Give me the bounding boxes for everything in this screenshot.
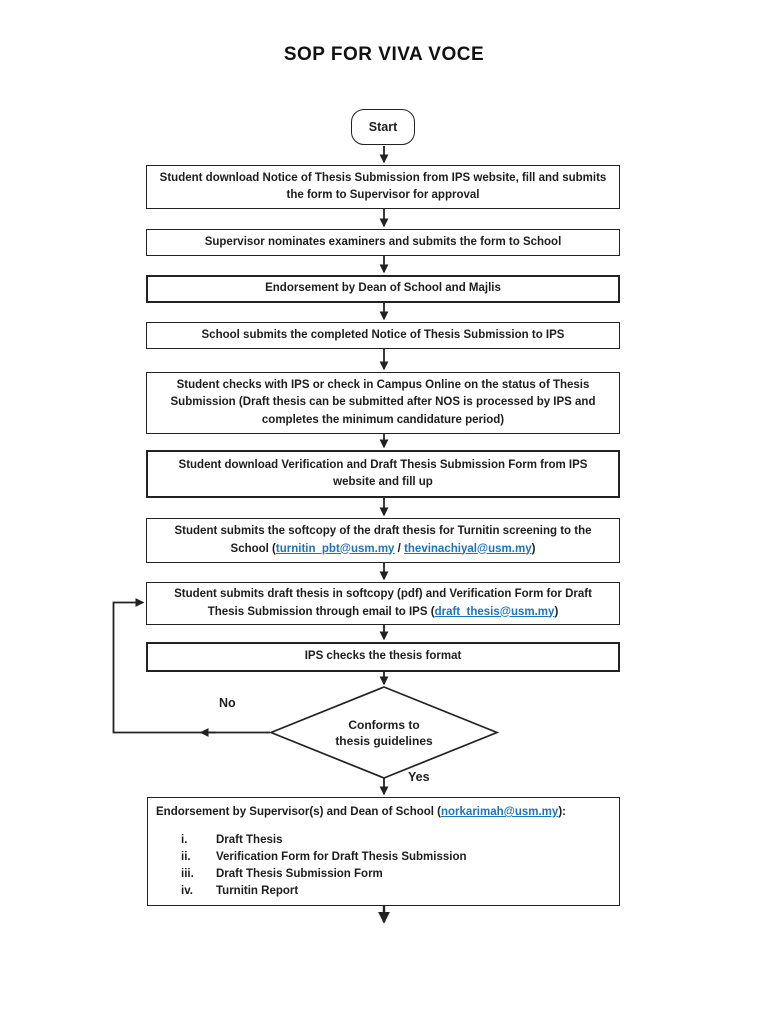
list-item: iv. Turnitin Report [156,883,611,900]
page-title: SOP FOR VIVA VOCE [283,44,485,65]
list-item-numeral: i. [181,834,188,847]
branch-label-yes: Yes [408,770,430,784]
norkarimah-email-link[interactable]: norkarimah@usm.my [441,806,559,818]
endorsement-text-post: ): [558,806,566,818]
list-item: iii. Draft Thesis Submission Form [156,866,611,883]
endorsement-heading: Endorsement by Supervisor(s) and Dean of… [156,804,611,820]
step-download-verification-form-text: Student download Verification and Draft … [178,458,588,488]
turnitin-text-post: ) [531,542,536,555]
step-submit-draft-thesis-text: Student submits draft thesis in softcopy… [159,586,607,621]
list-item-label: Draft Thesis [216,834,283,847]
step-turnitin-screening: Student submits the softcopy of the draf… [146,518,620,563]
list-item: i. Draft Thesis [156,832,611,849]
draft-thesis-email-link[interactable]: draft_thesis@usm.my [434,605,555,618]
list-item-numeral: ii. [181,851,191,864]
list-item-label: Verification Form for Draft Thesis Submi… [216,851,467,864]
step-school-submits-notice: School submits the completed Notice of T… [146,322,620,349]
draft-thesis-text-pre: Student submits draft thesis in softcopy… [174,588,592,618]
step-school-submits-notice-text: School submits the completed Notice of T… [201,328,565,341]
step-ips-checks-format: IPS checks the thesis format [146,642,620,672]
step-supervisor-nominates-text: Supervisor nominates examiners and submi… [204,235,562,248]
thevinachiyal-email-link[interactable]: thevinachiyal@usm.my [404,542,532,555]
branch-label-no: No [219,696,236,710]
start-label: Start [368,119,398,134]
step-endorsement-supervisor-dean: Endorsement by Supervisor(s) and Dean of… [147,797,620,906]
step-ips-checks-format-text: IPS checks the thesis format [304,650,462,663]
step-endorsement-dean-majlis: Endorsement by Dean of School and Majlis [146,275,620,303]
list-item-label: Turnitin Report [216,885,299,898]
step-download-notice-text: Student download Notice of Thesis Submis… [159,171,607,201]
step-student-checks-status: Student checks with IPS or check in Camp… [146,372,620,434]
decision-line2: thesis guidelines [335,734,433,748]
endorsement-text-pre: Endorsement by Supervisor(s) and Dean of… [156,806,441,818]
list-item: ii. Verification Form for Draft Thesis S… [156,849,611,866]
draft-thesis-text-post: ) [554,605,559,618]
step-download-verification-form: Student download Verification and Draft … [146,450,620,498]
step-supervisor-nominates: Supervisor nominates examiners and submi… [146,229,620,256]
step-student-checks-status-text: Student checks with IPS or check in Camp… [170,379,596,426]
decision-line1: Conforms to [348,717,420,732]
step-endorsement-dean-majlis-text: Endorsement by Dean of School and Majlis [265,282,501,295]
turnitin-email-separator: / [394,542,405,555]
start-node: Start [351,109,415,145]
list-item-label: Draft Thesis Submission Form [216,868,383,881]
endorsement-document-list: i. Draft Thesis ii. Verification Form fo… [156,832,611,900]
list-item-numeral: iii. [181,868,194,881]
step-download-notice: Student download Notice of Thesis Submis… [146,165,620,209]
step-turnitin-screening-text: Student submits the softcopy of the draf… [159,523,607,558]
turnitin-email-link[interactable]: turnitin_pbt@usm.my [275,542,395,555]
decision-label: Conforms to thesis guidelines [289,708,479,758]
turnitin-text-pre: Student submits the softcopy of the draf… [174,525,592,555]
list-item-numeral: iv. [181,885,193,898]
step-submit-draft-thesis: Student submits draft thesis in softcopy… [146,582,620,625]
